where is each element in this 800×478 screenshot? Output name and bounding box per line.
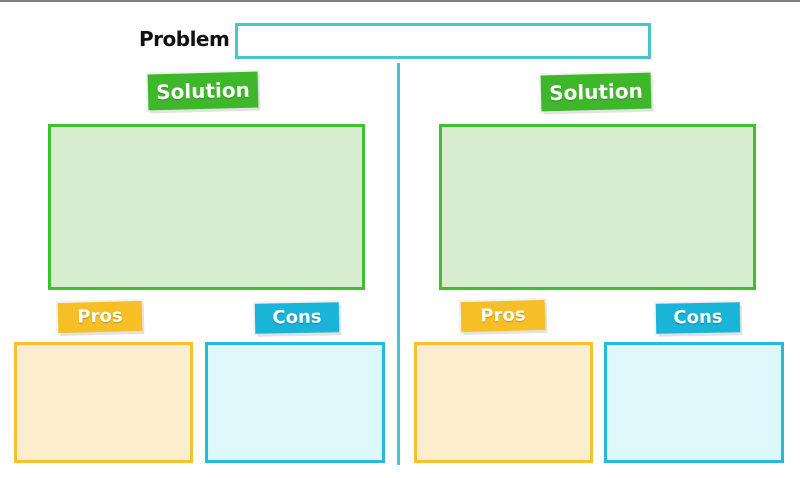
cons-tag-right: Cons — [655, 302, 741, 334]
solution-tag-left: Solution — [147, 71, 259, 111]
cons-box-right[interactable] — [604, 342, 784, 463]
pros-box-right[interactable] — [414, 342, 593, 463]
pros-tag-left: Pros — [57, 300, 143, 334]
pros-tag-right: Pros — [460, 299, 546, 333]
problem-label: Problem — [139, 27, 230, 51]
top-rule — [0, 0, 800, 2]
cons-tag-left: Cons — [254, 302, 340, 334]
problem-input-box[interactable] — [235, 23, 651, 59]
solution-box-left[interactable] — [48, 124, 365, 290]
cons-box-left[interactable] — [205, 342, 385, 463]
pros-box-left[interactable] — [14, 342, 193, 463]
solution-tag-right: Solution — [540, 72, 652, 112]
center-divider — [397, 63, 400, 465]
solution-box-right[interactable] — [439, 124, 756, 290]
